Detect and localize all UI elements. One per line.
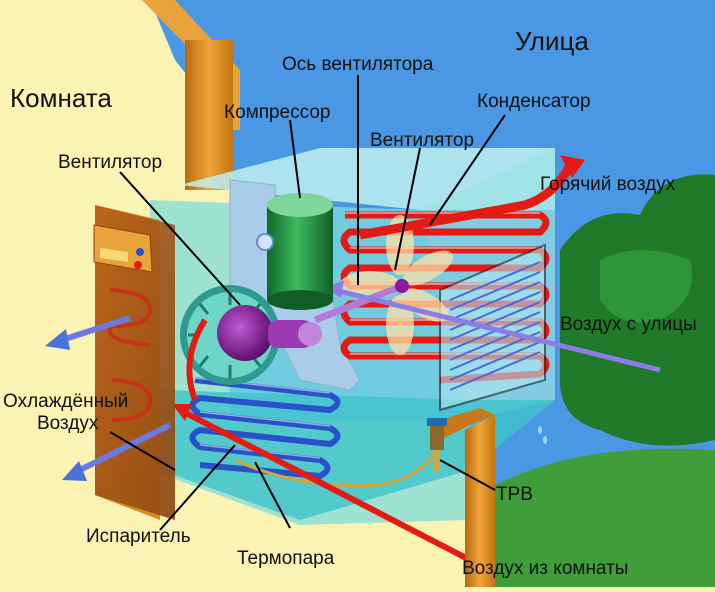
cooled-air-arrow-bottom [62, 422, 172, 481]
trv-valve [427, 418, 447, 472]
label-cooled-air-2: Воздух [37, 413, 99, 434]
right-post [465, 415, 495, 587]
label-trv: ТРВ [496, 484, 533, 505]
label-fan-right: Вентилятор [370, 130, 474, 151]
front-panel [95, 205, 175, 520]
label-outside-air: Воздух с улицы [560, 314, 697, 335]
label-room: Комната [10, 83, 112, 113]
label-hot-air: Горячий воздух [540, 174, 676, 195]
fan-axis [313, 281, 407, 324]
cooled-air-arrow-top [45, 315, 131, 350]
label-condenser: Конденсатор [477, 91, 591, 112]
label-compressor: Компрессор [224, 102, 330, 123]
evaporator-fan [180, 285, 322, 385]
fan-hub [395, 279, 409, 293]
label-fan-axis: Ось вентилятора [282, 54, 434, 75]
control-box [93, 224, 153, 273]
wall-post [185, 40, 233, 190]
room-air-arrow [172, 404, 472, 563]
grass [470, 448, 715, 587]
label-thermocouple: Термопара [237, 548, 335, 569]
water-drops [538, 426, 547, 444]
label-room-air: Воздух из комнаты [462, 558, 628, 579]
compressor-pipe [256, 233, 274, 251]
label-street: Улица [515, 26, 589, 56]
compressor [267, 193, 333, 310]
airflow-swirl [186, 318, 208, 402]
leader-lines [109, 75, 506, 531]
label-cooled-air-1: Охлаждённый [3, 391, 128, 412]
outside-air-arrow [325, 280, 661, 373]
evaporator-coil [189, 377, 341, 480]
label-fan-left: Вентилятор [58, 152, 162, 173]
label-evaporator: Испаритель [86, 526, 191, 547]
refrigerant-line [234, 439, 442, 488]
tree-highlight [600, 250, 692, 323]
